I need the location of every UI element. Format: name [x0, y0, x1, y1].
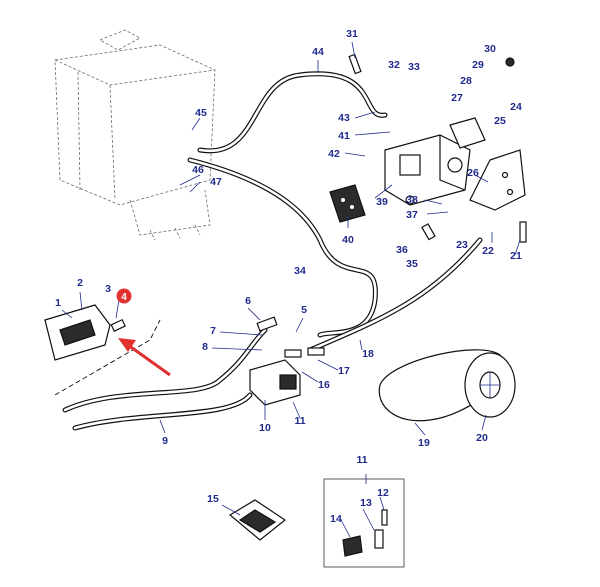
solenoid-15[interactable] — [228, 499, 287, 541]
bolt-35[interactable] — [421, 223, 436, 241]
fitting-16[interactable] — [284, 349, 302, 358]
pulley-20[interactable] — [464, 352, 516, 418]
tank-outline — [54, 29, 216, 241]
bolt-21[interactable] — [519, 221, 527, 243]
label-26: 26 — [467, 167, 479, 179]
label-43: 43 — [338, 112, 350, 124]
label-12: 12 — [377, 487, 389, 499]
label-19: 19 — [418, 437, 430, 449]
label-44: 44 — [312, 46, 324, 58]
label-42: 42 — [328, 148, 340, 160]
bolt-30[interactable] — [505, 57, 515, 67]
label-1: 1 — [55, 297, 61, 309]
part-number-labels: 1 2 3 5 6 7 8 9 10 11 11 12 13 14 15 16 … — [55, 28, 522, 525]
label-16: 16 — [318, 379, 330, 391]
label-39: 39 — [376, 196, 388, 208]
label-20: 20 — [476, 432, 488, 444]
label-21: 21 — [510, 250, 522, 262]
label-7: 7 — [210, 325, 216, 337]
label-3: 3 — [105, 283, 111, 295]
highlight-badge-4[interactable]: 4 — [116, 288, 132, 304]
label-23: 23 — [456, 239, 468, 251]
bracket-22[interactable] — [469, 149, 526, 211]
plate-40[interactable] — [329, 184, 366, 223]
label-29: 29 — [472, 59, 484, 71]
label-30: 30 — [484, 43, 496, 55]
label-8: 8 — [202, 341, 208, 353]
highlight-arrow — [118, 338, 171, 377]
label-31: 31 — [346, 28, 358, 40]
label-40: 40 — [342, 234, 354, 246]
hose-18 — [307, 237, 483, 353]
label-46: 46 — [192, 164, 204, 176]
bolt-4[interactable] — [110, 318, 126, 332]
label-9: 9 — [162, 435, 168, 447]
bracket-27[interactable] — [449, 117, 486, 149]
label-17: 17 — [338, 365, 350, 377]
label-13: 13 — [360, 497, 372, 509]
fitting-6[interactable] — [256, 316, 278, 332]
pump-39[interactable] — [384, 134, 471, 206]
hose-9-b — [72, 392, 253, 431]
label-11-kit: 11 — [356, 454, 367, 466]
label-2: 2 — [77, 277, 83, 289]
label-14: 14 — [330, 513, 342, 525]
connector-13[interactable] — [374, 529, 384, 549]
label-34: 34 — [294, 265, 306, 277]
valve-block-11[interactable] — [249, 359, 301, 406]
label-33: 33 — [408, 61, 420, 73]
label-36: 36 — [396, 244, 408, 256]
bolt-31[interactable] — [348, 53, 362, 75]
label-15: 15 — [207, 493, 219, 505]
label-10: 10 — [259, 422, 271, 434]
label-22: 22 — [482, 245, 494, 257]
support-bracket-1[interactable] — [44, 304, 111, 361]
label-25: 25 — [494, 115, 506, 127]
fitting-17[interactable] — [307, 347, 325, 356]
hose-44 — [197, 71, 388, 154]
screw-12[interactable] — [381, 509, 388, 526]
label-24: 24 — [510, 101, 522, 113]
leader-lines — [61, 41, 521, 538]
label-6: 6 — [245, 295, 251, 307]
kit-box-11 — [323, 478, 405, 568]
label-18: 18 — [362, 348, 374, 360]
plug-14[interactable] — [342, 535, 363, 557]
label-41: 41 — [338, 130, 350, 142]
label-27: 27 — [451, 92, 463, 104]
label-37: 37 — [406, 209, 418, 221]
highlight-badge-label: 4 — [121, 292, 127, 303]
hose-9-a — [62, 327, 268, 413]
label-5: 5 — [301, 304, 307, 316]
label-28: 28 — [460, 75, 472, 87]
label-32: 32 — [388, 59, 400, 71]
label-38: 38 — [406, 194, 418, 206]
label-35: 35 — [406, 258, 418, 270]
label-45: 45 — [195, 107, 207, 119]
label-47: 47 — [210, 176, 222, 188]
label-11: 11 — [294, 415, 305, 427]
